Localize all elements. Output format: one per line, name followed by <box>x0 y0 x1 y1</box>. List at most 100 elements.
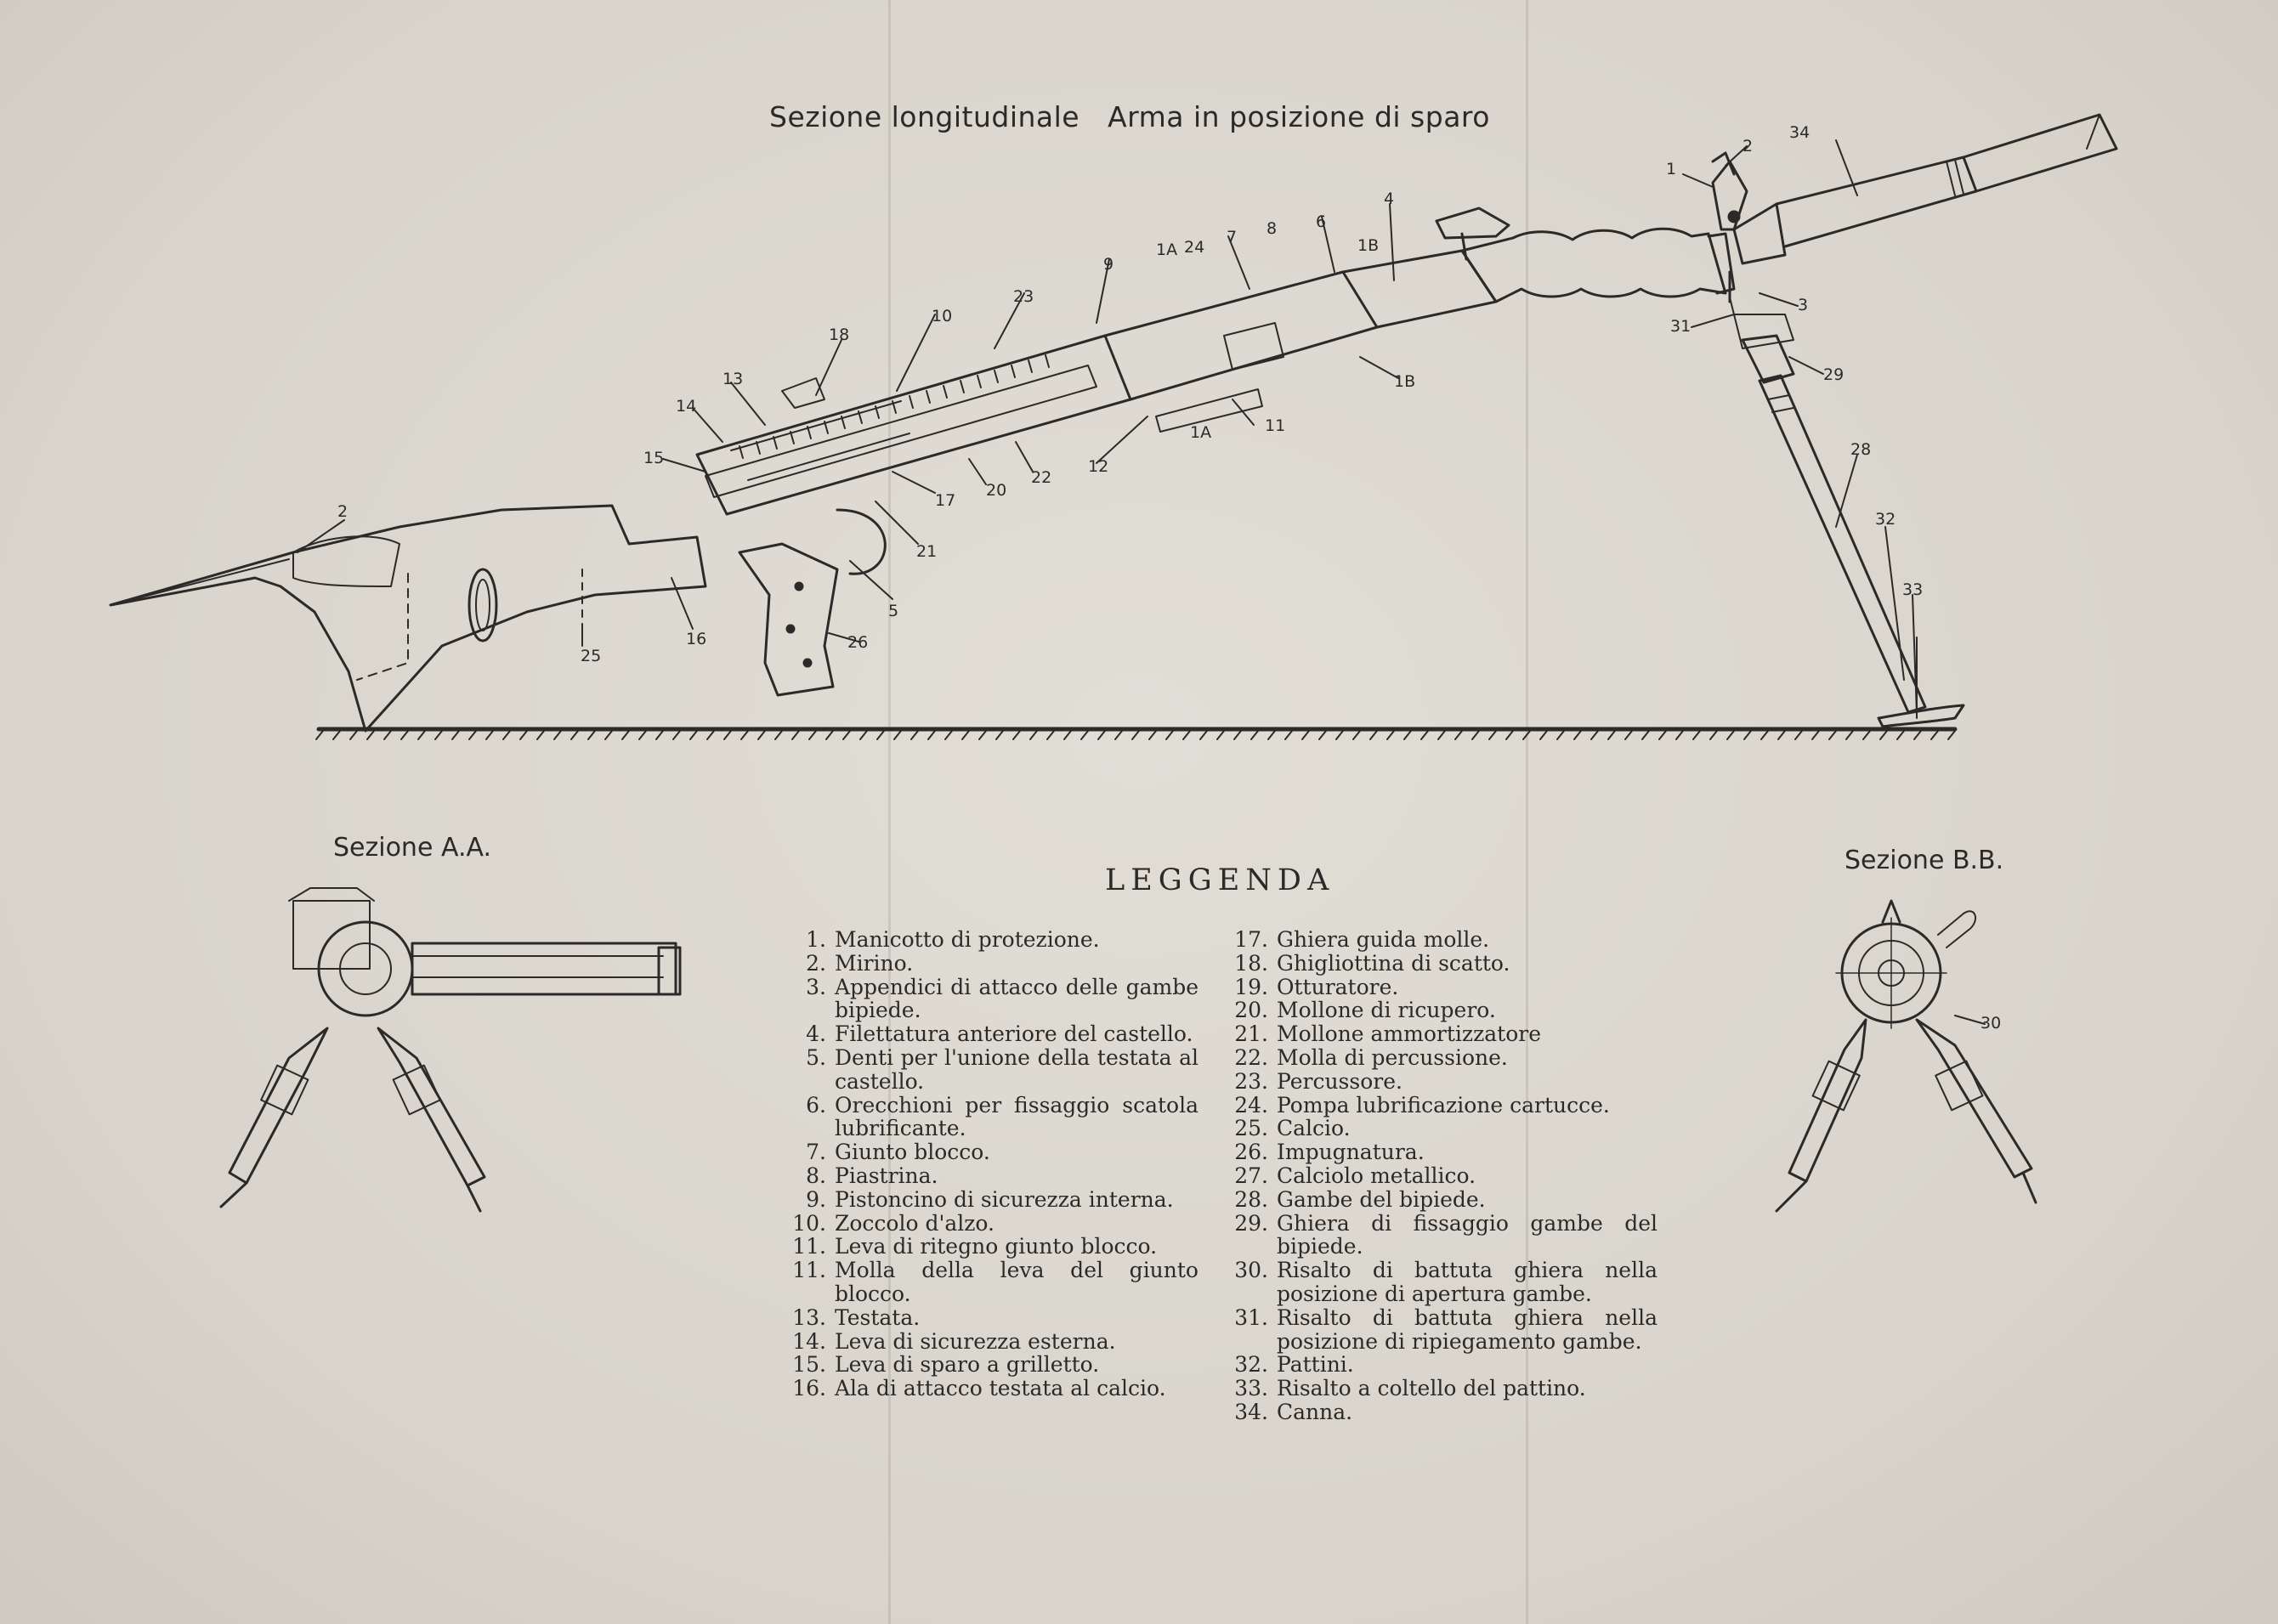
legend-item: 33.Risalto a coltello del pattino. <box>1224 1377 1658 1400</box>
legend-item-text: Denti per l'unione della testata al cast… <box>835 1044 1198 1094</box>
section-bb-drawing <box>1775 899 2037 1213</box>
legend-item-number: 25. <box>1234 1116 1268 1141</box>
legend-item-text: Risalto di battuta ghiera nella posizion… <box>1277 1304 1658 1354</box>
barrel <box>1460 113 2118 303</box>
legend-item: 2.Mirino. <box>782 950 1198 976</box>
legend-item-number: 16. <box>792 1376 826 1401</box>
section-bb-label: Sezione B.B. <box>1844 846 2004 875</box>
callout-20: 20 <box>986 481 1006 500</box>
legend-item: 10.Zoccolo d'alzo. <box>782 1210 1198 1236</box>
legend-column-2: 17. Ghiera guida molle. 18. Ghigliottina di… <box>1224 928 1658 1424</box>
callout-15: 15 <box>643 449 664 467</box>
legend-item: 28.Gambe del bipiede. <box>1224 1186 1658 1212</box>
callout-22: 22 <box>1031 468 1051 487</box>
callout-23: 23 <box>1013 287 1034 306</box>
legend-item-text: Impugnatura. <box>1277 1140 1425 1165</box>
legend-item: 22.Molla di percussione. <box>1224 1046 1658 1070</box>
callout-1: 1 <box>1666 160 1676 178</box>
legend-item-number: 14. <box>792 1328 826 1354</box>
legend-item-number: 8. <box>806 1163 826 1188</box>
callout-31: 31 <box>1670 317 1691 336</box>
legend-item-number: 19. <box>1234 974 1268 999</box>
page-title: Sezione longitudinale Arma in posizione … <box>769 100 1490 133</box>
callout-11: 11 <box>1265 416 1285 435</box>
callout-32: 32 <box>1875 510 1896 529</box>
legend-item-number: 18. <box>1234 950 1268 976</box>
legend-item: 20.Mollone di ricupero. <box>1224 999 1658 1022</box>
front-sight <box>1711 151 1741 224</box>
callout-34: 34 <box>1789 123 1810 142</box>
legend-item-text: Pistoncino di sicurezza interna. <box>835 1186 1174 1212</box>
legend-item-text: Gambe del bipiede. <box>1277 1186 1486 1212</box>
legend-item-number: 17. <box>1234 927 1268 952</box>
callout-12: 12 <box>1088 457 1108 476</box>
legend-title: LEGGENDA <box>1105 863 1335 897</box>
callout-33: 33 <box>1902 580 1923 599</box>
legend-item-number: 33. <box>1234 1376 1268 1401</box>
legend-item-number: 15. <box>792 1352 826 1378</box>
callout-25: 25 <box>581 647 601 665</box>
legend-item: 30.Risalto di battuta ghiera nella posiz… <box>1224 1259 1658 1306</box>
pistol-grip <box>738 508 887 697</box>
callout-8: 8 <box>1266 219 1277 238</box>
legend-item: 29. Ghiera di fissaggio gambe del bipiede… <box>1224 1210 1658 1259</box>
legend-item-text: Calciolo metallico. <box>1277 1163 1476 1188</box>
legend-item: 7.Giunto blocco. <box>782 1140 1198 1164</box>
legend-item: 11. Molla della leva del giunto blocco. <box>782 1259 1198 1306</box>
callout-9: 9 <box>1103 255 1114 274</box>
legend-item-number: 29. <box>1234 1210 1268 1236</box>
legend-item-text: Leva di sicurezza esterna. <box>835 1328 1116 1354</box>
legend-item-text: Molla della leva del giunto blocco. <box>835 1258 1198 1306</box>
callout-14: 14 <box>676 397 696 416</box>
legend-item-number: 23. <box>1234 1068 1268 1094</box>
callout-24: 24 <box>1184 238 1204 257</box>
legend-item: 16.Ala di attacco testata al calcio. <box>782 1377 1198 1400</box>
legend-item-text: Manicotto di protezione. <box>835 927 1100 952</box>
legend-item: 25.Calcio. <box>1224 1117 1658 1140</box>
legend-item-text: Orecchioni per fissaggio scatola lubrifi… <box>835 1092 1198 1141</box>
legend-item: 24.Pompa lubrificazione cartucce. <box>1224 1093 1658 1118</box>
legend-item-number: 3. <box>806 974 826 999</box>
legend-item-number: 6. <box>806 1092 826 1118</box>
callout-2-stock: 2 <box>337 502 348 521</box>
callout-1a-top: 1A <box>1156 240 1177 259</box>
legend-item-number: 2. <box>806 950 826 976</box>
legend-item-text: Molla di percussione. <box>1277 1044 1508 1070</box>
legend-item: 4.Filettatura anteriore del castello. <box>782 1022 1198 1046</box>
legend-item: 21.Mollone ammortizzatore <box>1224 1022 1658 1046</box>
legend-item-number: 13. <box>792 1304 826 1330</box>
legend-item: 5. Denti per l'unione della testata al ca… <box>782 1046 1198 1094</box>
callout-18: 18 <box>829 325 849 344</box>
legend-item: 32.Pattini. <box>1224 1353 1658 1377</box>
legend-item: 26.Impugnatura. <box>1224 1140 1658 1164</box>
legend-item: 27.Calciolo metallico. <box>1224 1164 1658 1188</box>
legend-item-text: Piastrina. <box>835 1163 938 1188</box>
legend-item-text: Percussore. <box>1277 1068 1402 1094</box>
callout-7: 7 <box>1227 228 1237 246</box>
legend-item-number: 31. <box>1234 1304 1268 1330</box>
callout-4: 4 <box>1384 190 1394 208</box>
legend-item-text: Pattini. <box>1277 1352 1354 1378</box>
section-aa-label: Sezione A.A. <box>333 833 492 863</box>
callout-6: 6 <box>1316 212 1326 231</box>
callout-3: 3 <box>1798 296 1808 314</box>
legend-item-text: Ghigliottina di scatto. <box>1277 950 1510 976</box>
stock <box>109 504 707 733</box>
callout-1a-bottom: 1A <box>1190 423 1211 442</box>
legend-item-text: Ghiera di fissaggio gambe del bipiede. <box>1277 1210 1658 1259</box>
callout-5: 5 <box>888 602 898 620</box>
legend-item-text: Leva di sparo a grilletto. <box>835 1352 1100 1378</box>
callout-29: 29 <box>1823 365 1844 384</box>
legend-item-text: Zoccolo d'alzo. <box>835 1210 994 1236</box>
legend-item: 17. Ghiera guida molle. <box>1224 928 1658 952</box>
legend-item-text: Leva di ritegno giunto blocco. <box>835 1234 1158 1259</box>
legend-item-text: Risalto di battuta ghiera nella posizion… <box>1277 1258 1658 1306</box>
callout-26: 26 <box>847 633 868 652</box>
legend-item-number: 11. <box>792 1258 826 1283</box>
legend-item-text: Ghiera guida molle. <box>1277 927 1490 952</box>
legend-item: 1.Manicotto di protezione. <box>782 928 1198 952</box>
legend-item-text: Canna. <box>1277 1399 1353 1424</box>
legend-item-number: 34. <box>1234 1399 1268 1424</box>
legend-item-number: 5. <box>806 1044 826 1070</box>
